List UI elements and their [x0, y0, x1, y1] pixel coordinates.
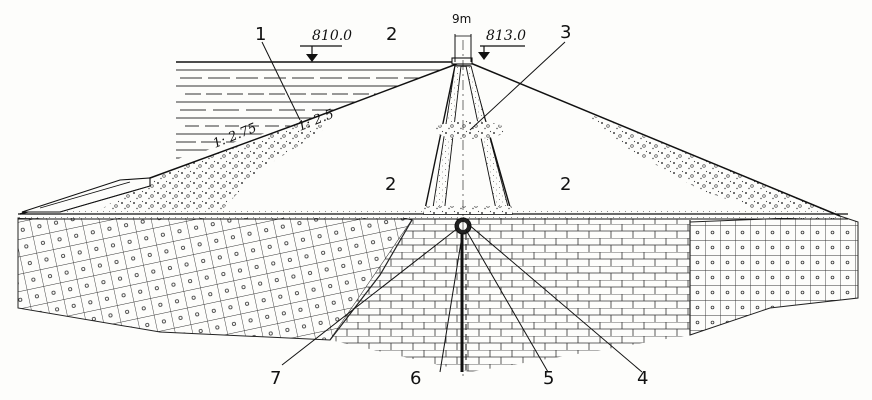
crest-elevation: 813.0: [486, 28, 526, 44]
callout-3: 3: [560, 22, 571, 43]
callout-1: 1: [255, 24, 266, 45]
callout-2-top: 2: [386, 24, 397, 45]
dam-body: [18, 61, 848, 220]
clay-core: [423, 57, 513, 215]
callout-2-downstream: 2: [560, 174, 571, 195]
callout-6: 6: [410, 368, 421, 389]
right-rock-foundation: [689, 215, 859, 336]
crest-elevation-marker: 813.0: [478, 28, 526, 60]
upstream-shell: [20, 62, 462, 214]
callout-5: 5: [543, 368, 554, 389]
upstream-riprap-zone: [100, 123, 330, 212]
crest-width-label: 9m: [452, 12, 471, 26]
water-level-marker: 810.0: [300, 28, 352, 62]
dam-crest: [451, 57, 473, 65]
callout-7: 7: [270, 368, 281, 389]
callout-2-upstream: 2: [385, 174, 396, 195]
water-level-elevation: 810.0: [312, 28, 352, 44]
callout-leaders: [261, 41, 643, 373]
crest-width-dimension: 9m: [452, 12, 472, 62]
callout-numbers: 1 2 3 2 2 7 6 5 4: [255, 22, 648, 389]
foundation: [17, 204, 859, 372]
central-rock-foundation: [330, 216, 690, 372]
callout-4: 4: [637, 368, 648, 389]
